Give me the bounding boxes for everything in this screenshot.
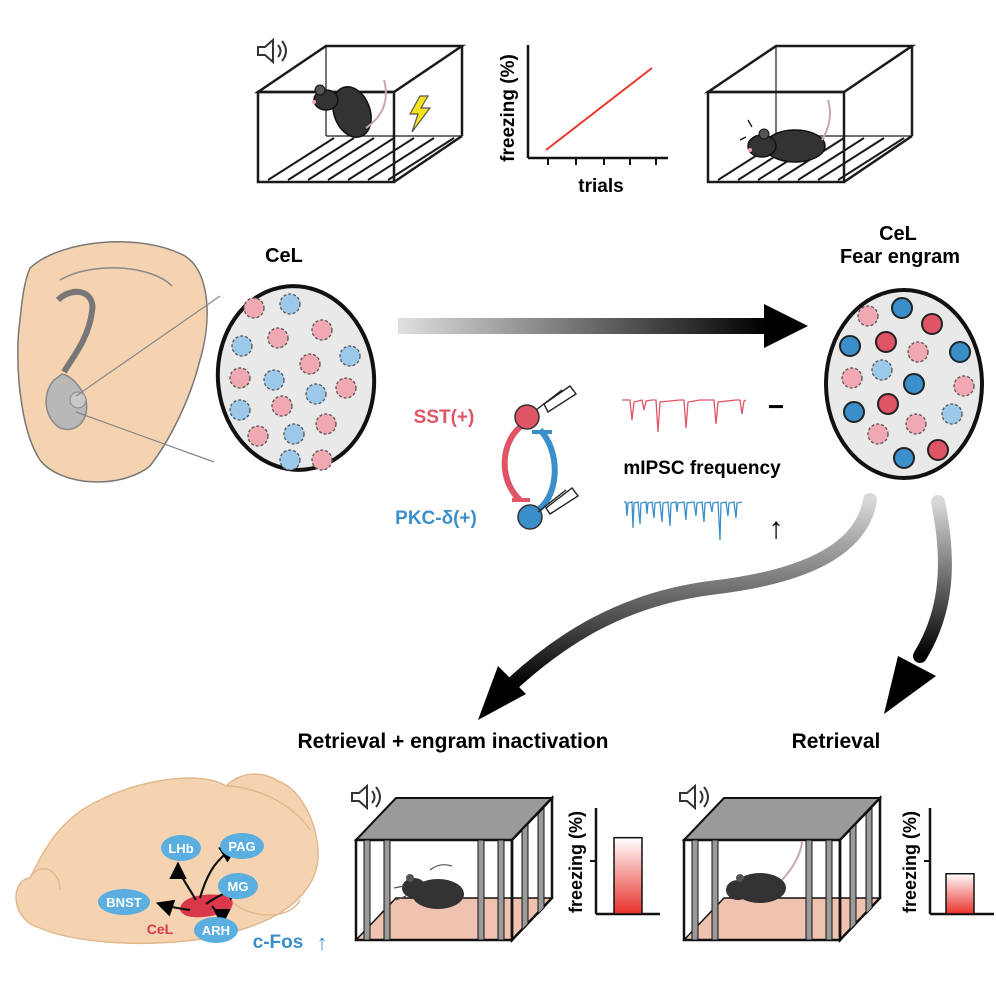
shock-lightning-icon [408,95,432,133]
engram-cell-group [839,297,975,469]
cfos-up-arrow: ↑ [317,930,328,955]
engram-pkc-cell [949,341,971,363]
cel-right-title-1: CeL [879,223,917,245]
retrieval-title: Retrieval [792,730,881,753]
sst-cell [867,423,889,445]
sst-cell [953,375,975,397]
cel-right-title-2: Fear engram [840,246,960,268]
region-arh: ARH [202,923,230,938]
engram-pkc-cell [839,335,861,357]
engram-sst-cell [875,331,897,353]
sst-change-symbol: − [768,391,784,422]
sst-cell [229,367,251,389]
sst-cell [841,367,863,389]
region-lhb: LHb [168,841,193,856]
cfos-label: c-Fos [253,932,304,953]
sst-label: SST(+) [414,407,475,428]
pkc-cell [305,383,327,405]
sst-cell [243,297,265,319]
mouse-freezing-icon [739,99,831,163]
microcircuit-diagram [501,385,580,530]
inactivation-path-arrow [478,493,877,720]
pkc-cell [283,423,305,445]
retrieval-bar-ylabel: freezing (%) [900,811,920,913]
pkc-cell [263,369,285,391]
coronal-brain-section [17,241,221,483]
naive-cell-group [229,293,361,471]
pkc-cell [279,449,301,471]
pkc-cell [871,359,893,381]
context-chamber [703,44,917,184]
engram-pkc-cell [891,297,913,319]
sst-cell [247,425,269,447]
freezing-bar-inactivation [613,836,643,915]
learning-arrow [398,304,808,348]
acquisition-xlabel: trials [578,176,623,197]
region-bnst: BNST [106,895,141,910]
inactivation-bar-chart: freezing (%) [566,808,660,916]
retrieval-bar-chart: freezing (%) [900,808,994,916]
cel-small-label: CeL [147,921,174,937]
sst-cell [857,305,879,327]
sst-cell [335,377,357,399]
engram-pkc-cell [903,373,925,395]
pkc-change-arrow: ↑ [769,512,784,545]
speaker-icon [257,37,287,65]
freezing-bar-retrieval [945,872,975,915]
pkc-cell [231,335,253,357]
acquisition-graph: freezing (%) trials [498,45,668,197]
sst-cell [271,395,293,417]
speaker-icon [679,783,709,811]
region-labels: LHb PAG MG BNST ARH [98,833,264,943]
pkc-neuron [517,504,543,530]
engram-sst-cell [921,313,943,335]
recording-electrode-icon [535,385,580,515]
pkc-cell [279,293,301,315]
retrieval-path-arrow [884,495,952,714]
sst-cell [907,341,929,363]
sst-cell [267,327,289,349]
sst-cell [905,413,927,435]
retrieval-chamber-inactivation [353,794,555,944]
engram-pkc-cell [843,401,865,423]
pkc-label: PKC-δ(+) [395,508,477,529]
engram-sst-cell [877,393,899,415]
acquisition-curve [545,67,653,151]
sst-cell [299,353,321,375]
region-mg: MG [228,879,249,894]
sagittal-brain [15,773,319,945]
retrieval-chamber [681,794,883,944]
inactivation-bar-ylabel: freezing (%) [566,811,586,913]
sst-neuron [514,404,540,430]
mipsc-label: mIPSC frequency [623,458,781,479]
pkc-mipsc-trace [624,501,743,541]
sst-cell [311,319,333,341]
acquisition-ylabel: freezing (%) [498,54,519,162]
mouse-rearing-icon [312,79,387,138]
engram-sst-cell [927,439,949,461]
pkc-cell [339,345,361,367]
speaker-icon [351,783,381,811]
sst-cell [311,449,333,471]
pkc-cell [229,399,251,421]
sst-mipsc-trace [622,399,747,433]
inactivation-title: Retrieval + engram inactivation [297,730,608,753]
sst-cell [315,413,337,435]
region-pag: PAG [228,839,255,854]
cel-left-title: CeL [265,245,303,267]
shock-grid-floor [267,137,455,181]
pkc-cell [941,403,963,425]
engram-pkc-cell [893,447,915,469]
